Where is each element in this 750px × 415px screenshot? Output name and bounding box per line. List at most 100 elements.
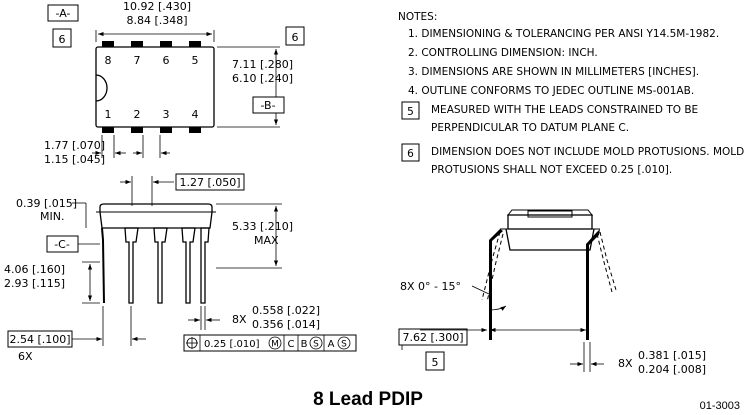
note-6-box-b (285, 26, 305, 46)
mmc-icon (268, 336, 282, 350)
end-body-lower (505, 228, 595, 251)
pin-stub (102, 41, 114, 47)
standoff-qualifier: MIN. (40, 210, 64, 223)
fcf-border (183, 334, 357, 352)
pin-stub (189, 127, 201, 133)
note-4: 4. OUTLINE CONFORMS TO JEDEC OUTLINE MS-… (408, 85, 694, 97)
note-6-ref-a: 6 (59, 33, 66, 46)
pin-number: 6 (163, 54, 170, 67)
note-5-ref: 5 (432, 356, 439, 369)
datum-c-label: -C- (54, 238, 70, 251)
body-length-min: 8.84 [.348] (126, 14, 187, 27)
lead (200, 227, 210, 304)
pin-stub (102, 127, 114, 133)
note-6-number: 6 (407, 148, 414, 160)
angle-arc (488, 305, 507, 311)
note-6-ref-b: 6 (292, 31, 299, 44)
datum-b-frame (252, 96, 285, 114)
pin-number: 5 (192, 54, 199, 67)
thickness-max: 0.381 [.015] (638, 349, 706, 362)
note-5-number: 5 (407, 106, 414, 118)
thickness-min: 0.204 [.008] (638, 363, 706, 376)
fcf-s-2: S (341, 340, 347, 350)
package-title: 8 Lead PDIP (313, 389, 423, 410)
note-6-line-1: DIMENSION DOES NOT INCLUDE MOLD PROTUSIO… (431, 146, 744, 158)
standoff-value: 0.39 [.015] (16, 197, 77, 210)
pin-number: 8 (105, 54, 112, 67)
lead (153, 227, 168, 304)
notes-block: NOTES: 1. DIMENSIONING & TOLERANCING PER… (398, 11, 744, 176)
pin-stub (160, 127, 172, 133)
feature-control-frame: 0.25 [.010] M C B S A S (183, 334, 357, 352)
leader (471, 285, 490, 295)
fcf-a: A (328, 339, 335, 350)
note-5-line-2: PERPENDICULAR TO DATUM PLANE C. (431, 122, 629, 134)
pin-number: 1 (105, 108, 112, 121)
end-lead-splay-left-2 (486, 233, 504, 303)
pin-number: 3 (163, 108, 170, 121)
fcf-m: M (271, 340, 279, 350)
datum-a-label: -A- (56, 7, 71, 20)
note-6-line-2: PROTUSIONS SHALL NOT EXCEED 0.25 [.010]. (431, 164, 672, 176)
fcf-s: S (313, 340, 319, 350)
end-top-mark (527, 210, 573, 218)
pin-stub (131, 41, 143, 47)
pitch-count: 6X (18, 350, 33, 363)
note-5-ref-box (425, 351, 445, 371)
lead-width-top-min: 1.15 [.045] (44, 153, 105, 166)
pin-stub (131, 127, 143, 133)
end-lead-right (586, 229, 600, 340)
rfs-icon (337, 336, 351, 350)
end-lead-splay-right-2 (596, 233, 613, 293)
lead-width-top-max: 1.77 [.070] (44, 139, 105, 152)
drawing-number: 01-3003 (700, 400, 740, 412)
lead-width-min: 0.356 [.014] (252, 318, 320, 331)
body-length-max: 10.92 [.430] (123, 0, 191, 13)
height-qualifier: MAX (254, 234, 279, 247)
lead (181, 227, 196, 304)
rfs-icon (309, 336, 323, 350)
note-1: 1. DIMENSIONING & TOLERANCING PER ANSI Y… (408, 28, 719, 40)
package-body-side-upper (99, 203, 213, 212)
datum-b-label: -B- (260, 99, 275, 112)
lead (124, 227, 139, 304)
note-5-line-1: MEASURED WITH THE LEADS CONSTRAINED TO B… (431, 104, 698, 116)
height-value: 5.33 [.210] (232, 220, 293, 233)
end-view: 8X 0° - 15° 7.62 [.300] 5 8X 0.381 [.015… (398, 209, 706, 376)
lead-step-value: 1.27 [.050] (179, 176, 240, 189)
side-view: 1.27 [.050] 0.39 [.015] MIN. -C- 5.33 [.… (4, 173, 357, 363)
fcf-tolerance: 0.25 [.010] (204, 339, 260, 350)
note-3: 3. DIMENSIONS ARE SHOWN IN MILLIMETERS [… (408, 66, 699, 78)
pin1-notch (95, 74, 108, 102)
end-lead-splay-left (481, 231, 501, 301)
lead (101, 228, 105, 303)
note-2: 2. CONTROLLING DIMENSION: INCH. (408, 47, 598, 59)
note-5-box (401, 101, 420, 120)
row-spacing-value: 7.62 [.300] (402, 331, 463, 344)
row-spacing-frame (398, 328, 468, 346)
body-width-max: 7.11 [.280] (232, 58, 293, 71)
body-width-min: 6.10 [.240] (232, 72, 293, 85)
fcf-c: C (288, 339, 295, 350)
fcf-b: B (301, 339, 308, 350)
end-lead-splay-right (599, 231, 617, 291)
top-view: -A- 6 10.92 [.430] 8.84 [.348] 6 8 7 6 5… (44, 0, 305, 166)
lead-length-min: 2.93 [.115] (4, 277, 65, 290)
package-body-side-lower (99, 211, 213, 229)
notes-heading: NOTES: (398, 11, 437, 23)
package-body-top (95, 46, 215, 128)
angle-value: 8X 0° - 15° (400, 280, 461, 293)
thickness-count: 8X (618, 357, 633, 370)
lead-width-max: 0.558 [.022] (252, 304, 320, 317)
pin-number: 4 (192, 108, 199, 121)
lead-width-count: 8X (232, 313, 247, 326)
datum-a-frame (47, 4, 79, 22)
note-6-box-a (52, 28, 72, 48)
pin-stub (189, 41, 201, 47)
lead-step-frame (175, 173, 245, 191)
pin-number: 7 (134, 54, 141, 67)
pitch-value: 2.54 [.100] (9, 333, 70, 346)
lead-length-max: 4.06 [.160] (4, 263, 65, 276)
note-6-box (401, 143, 420, 162)
